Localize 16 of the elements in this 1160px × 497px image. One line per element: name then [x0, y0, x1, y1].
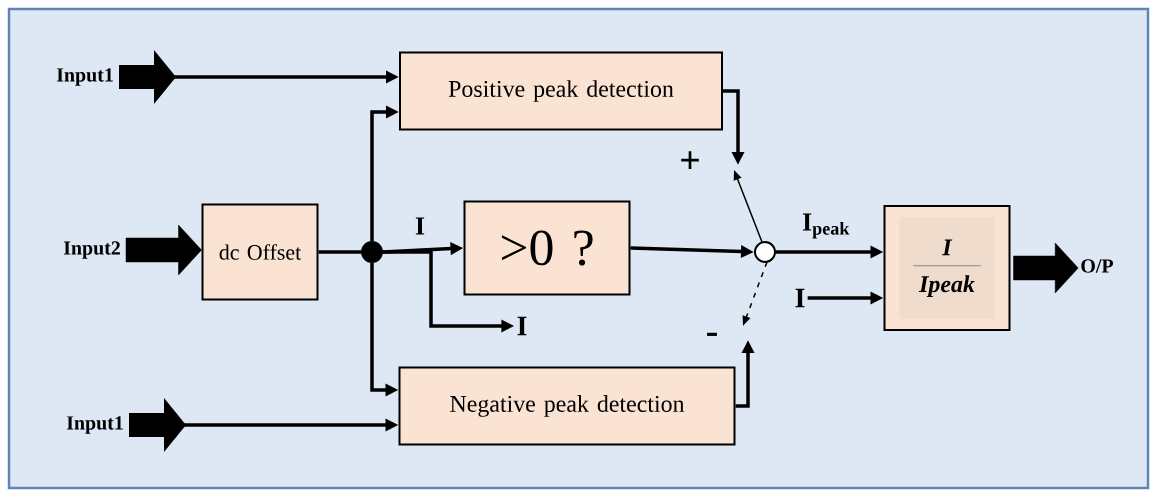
comparator-box: >0 ?: [463, 200, 631, 296]
division-box: I Ipeak: [883, 205, 1011, 331]
output-label: O/P: [1081, 259, 1114, 273]
arrow: [125, 224, 202, 276]
minus-sign: -: [707, 332, 717, 336]
process-box: dc Offset: [201, 203, 319, 301]
plus-sign: +: [681, 151, 699, 169]
signal-label: I: [517, 316, 527, 336]
input-label: Input1: [66, 416, 123, 434]
arrow: [1013, 242, 1079, 294]
edge-label: I$_{peak}$: [801, 212, 851, 240]
signal-label: I: [795, 288, 805, 308]
process-box: Positive peak detection: [399, 51, 723, 131]
input-label: Input1: [56, 68, 113, 86]
process-box: Negative peak detection: [398, 366, 736, 446]
input-label: Input2: [63, 241, 120, 259]
